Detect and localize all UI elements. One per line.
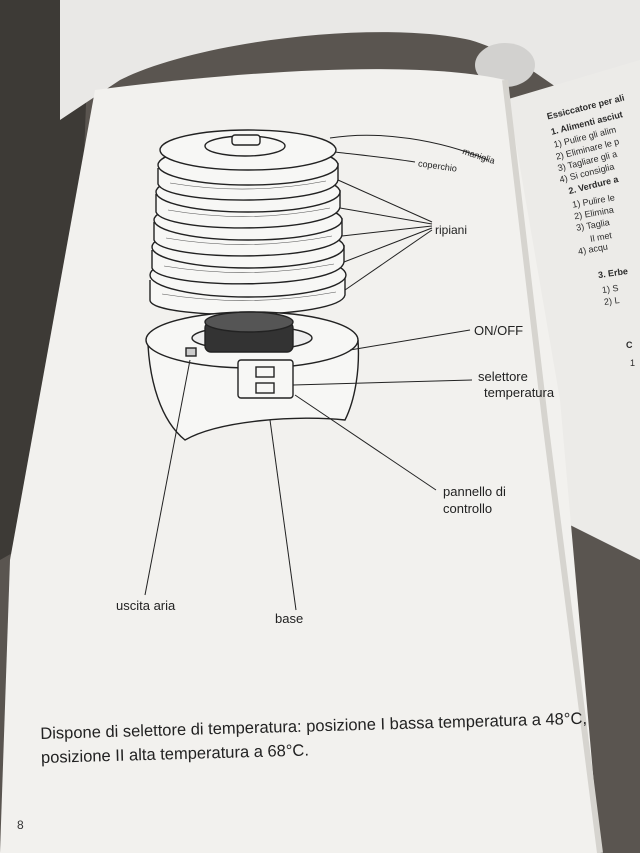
label-selettore-1: selettore [478,369,528,384]
label-uscita-aria: uscita aria [116,598,176,613]
right-page [505,60,640,560]
tray-mesh [161,180,337,301]
page-number: 8 [17,818,24,832]
page-fold [502,79,603,853]
label-pannello-1: pannello di [443,484,506,499]
label-selettore-2: temperatura [484,385,555,400]
dehydrator-drawing [145,129,360,441]
leader-lines [144,134,489,611]
main-page [0,69,600,853]
appliance-background [60,0,640,120]
label-pannello-2: controllo [443,501,493,516]
label-on-off: ON/OFF [474,323,524,338]
label-ripiani: ripiani [435,223,468,237]
label-base: base [275,611,304,626]
